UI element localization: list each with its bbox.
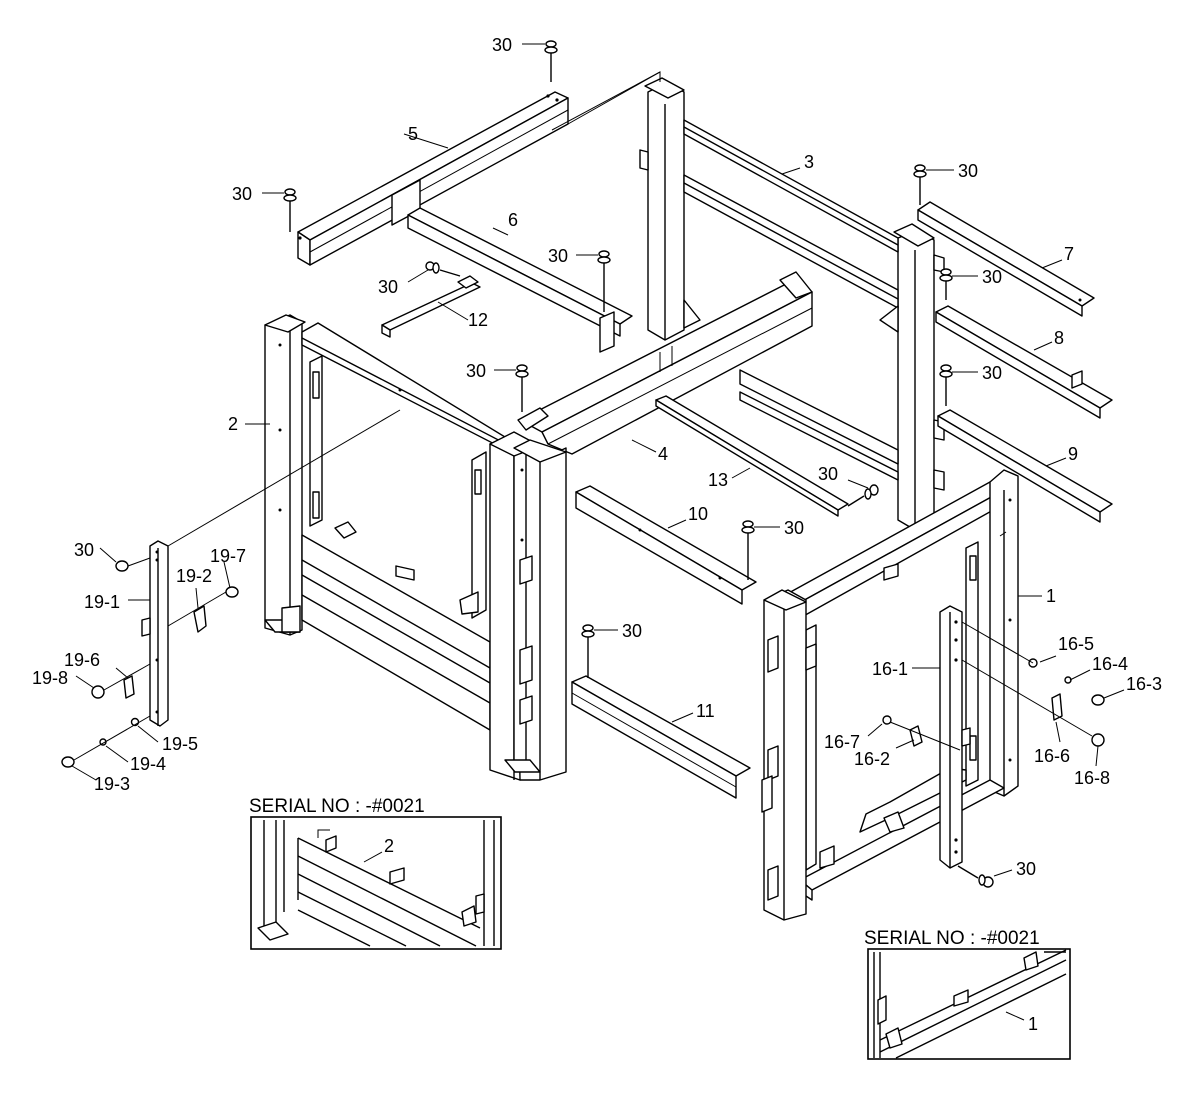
label-part-19-2: 19-2	[176, 566, 212, 586]
label-bolt-30: 30	[818, 464, 838, 484]
part-12-bracket	[381, 275, 481, 338]
bolt-icon	[283, 188, 297, 232]
label-part-13: 13	[708, 470, 728, 490]
bolt-icon	[515, 364, 529, 412]
part-7-bar	[917, 201, 1095, 317]
label-part-8: 8	[1054, 328, 1064, 348]
bolt-icon	[581, 624, 595, 678]
label-part-4: 4	[658, 444, 668, 464]
label-bolt-30: 30	[74, 540, 94, 560]
part-10-bar	[575, 485, 757, 605]
part-11-bar	[571, 675, 751, 799]
bolt-icon	[597, 250, 611, 312]
label-bolt-30: 30	[466, 361, 486, 381]
label-part-19-4: 19-4	[130, 754, 166, 774]
label-bolt-30: 30	[378, 277, 398, 297]
label-part-7: 7	[1064, 244, 1074, 264]
label-part-11: 11	[696, 701, 715, 721]
label-part-19-3: 19-3	[94, 774, 130, 794]
label-bolt-30: 30	[958, 161, 978, 181]
label-part-1: 1	[1046, 586, 1056, 606]
part-5-top-bar	[297, 71, 661, 266]
label-bolt-30: 30	[548, 246, 568, 266]
label-part-16-1: 16-1	[872, 659, 908, 679]
part-2-left-frame	[264, 314, 567, 781]
label-bolt-30: 30	[982, 267, 1002, 287]
part-labels: 30 30 30 30 30 30 30 30 30 30 30 30 30 1…	[32, 35, 1162, 879]
part-1-right-frame	[761, 469, 1019, 921]
label-part-19-8: 19-8	[32, 668, 68, 688]
label-part-16-8: 16-8	[1074, 768, 1110, 788]
part-4-center-beam	[517, 271, 813, 455]
label-part-16-6: 16-6	[1034, 746, 1070, 766]
inset-right-part-label: 1	[1028, 1014, 1038, 1034]
label-part-9: 9	[1068, 444, 1078, 464]
part-8-bar	[935, 305, 1113, 419]
bolt-icon	[939, 364, 953, 406]
label-bolt-30: 30	[232, 184, 252, 204]
part-6-crossbar	[407, 207, 633, 353]
bolt-icon	[544, 40, 558, 82]
label-part-16-4: 16-4	[1092, 654, 1128, 674]
label-part-10: 10	[688, 504, 708, 524]
bolt-icon	[847, 484, 879, 507]
bolt-icon	[425, 261, 461, 277]
part-3-rear-frame	[639, 77, 945, 531]
label-part-16-3: 16-3	[1126, 674, 1162, 694]
label-part-19-5: 19-5	[162, 734, 198, 754]
inset-right-serial: SERIAL NO : -#0021 1	[864, 928, 1071, 1060]
bolt-icon	[957, 865, 994, 888]
inset-left-part-label: 2	[384, 836, 394, 856]
label-bolt-30: 30	[1016, 859, 1036, 879]
label-part-5: 5	[408, 124, 418, 144]
label-part-3: 3	[804, 152, 814, 172]
leader-lines	[71, 43, 1125, 877]
label-bolt-30: 30	[492, 35, 512, 55]
label-part-16-2: 16-2	[854, 749, 890, 769]
part-13-rod	[655, 395, 849, 517]
inset-left-serial: SERIAL NO : -#0021 2	[249, 796, 502, 950]
bolts-30	[283, 40, 994, 888]
bolt-icon	[913, 164, 927, 205]
part-9-bar	[937, 409, 1113, 523]
label-bolt-30: 30	[622, 621, 642, 641]
label-part-19-7: 19-7	[210, 546, 246, 566]
inset-right-serial-label: SERIAL NO : -#0021	[864, 928, 1040, 949]
label-part-19-6: 19-6	[64, 650, 100, 670]
part-16-1-bracket	[939, 605, 971, 869]
bolt-icon	[741, 520, 755, 580]
label-bolt-30: 30	[784, 518, 804, 538]
inset-left-serial-label: SERIAL NO : -#0021	[249, 796, 425, 817]
label-part-2: 2	[228, 414, 238, 434]
label-part-16-5: 16-5	[1058, 634, 1094, 654]
label-part-12: 12	[468, 310, 488, 330]
part-19-1-bracket	[141, 540, 169, 727]
label-part-19-1: 19-1	[84, 592, 120, 612]
label-bolt-30: 30	[982, 363, 1002, 383]
label-part-16-7: 16-7	[824, 732, 860, 752]
bolt-icon	[939, 268, 953, 300]
label-part-6: 6	[508, 210, 518, 230]
